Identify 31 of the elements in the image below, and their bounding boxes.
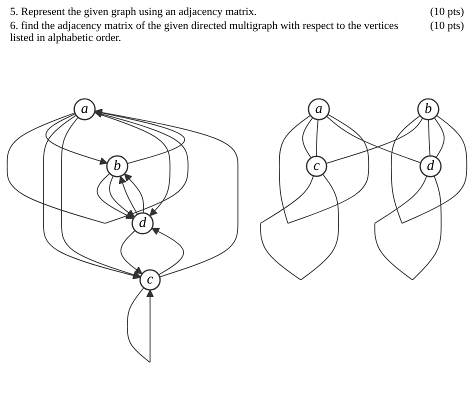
points-text: (10 pts) <box>430 20 464 34</box>
node-circle: b <box>106 155 128 178</box>
node-circle: b <box>417 98 440 120</box>
node-circle: d <box>132 212 154 234</box>
arrow <box>126 287 154 363</box>
arrow <box>151 228 184 276</box>
connector <box>278 114 370 224</box>
arrow <box>120 230 142 274</box>
connector <box>260 174 339 280</box>
question-text: 6. find the adjacency matrix of the given directed multigraph with respect to the vertices listed in alphabetic order. <box>10 20 400 44</box>
node-circle: c <box>139 269 161 291</box>
connector <box>390 115 468 224</box>
connector <box>374 176 442 280</box>
arrow <box>94 112 170 216</box>
points-text: (10 pts) <box>430 6 464 18</box>
question-text: 5. Represent the given graph using an adjacency matrix. <box>10 6 257 18</box>
node-circle: a <box>74 98 96 120</box>
connector <box>434 117 445 158</box>
arrow <box>43 114 141 280</box>
connector <box>316 119 318 157</box>
arrow <box>124 173 144 214</box>
arrow <box>109 175 135 218</box>
arrow <box>94 108 238 278</box>
node-circle: d <box>419 155 442 178</box>
node-circle: c <box>306 156 328 177</box>
node-circle: a <box>308 98 330 120</box>
connector <box>428 119 430 156</box>
arrow <box>96 173 134 219</box>
connector <box>302 117 314 158</box>
arrow <box>61 116 141 279</box>
arrow <box>118 176 138 215</box>
